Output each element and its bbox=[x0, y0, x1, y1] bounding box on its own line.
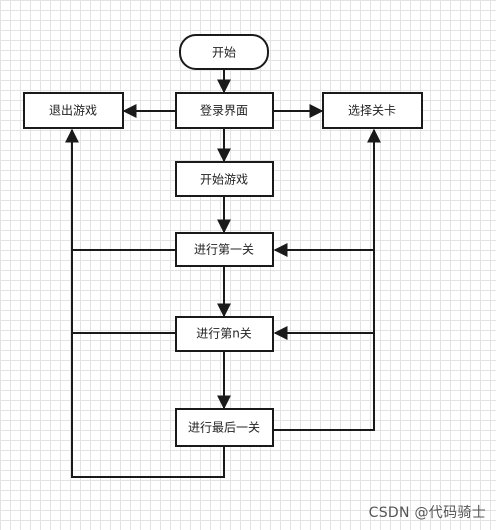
start-game-label: 开始游戏 bbox=[200, 173, 248, 187]
start-game-node bbox=[175, 161, 274, 197]
exit-node bbox=[23, 92, 124, 129]
edge-last-exit bbox=[65, 128, 225, 478]
level-n-node bbox=[175, 316, 274, 352]
watermark-text: CSDN @代码骑士 bbox=[368, 505, 486, 521]
edge-last-select bbox=[273, 128, 381, 431]
login-node bbox=[175, 92, 274, 129]
start-node bbox=[179, 34, 269, 70]
login-label: 登录界面 bbox=[200, 103, 248, 118]
level-1-label: 进行第一关 bbox=[194, 243, 254, 257]
exit-label: 退出游戏 bbox=[49, 104, 97, 118]
select-level-node bbox=[322, 92, 423, 129]
select-level-label: 选择关卡 bbox=[348, 104, 396, 118]
level-n-label: 进行第n关 bbox=[196, 327, 252, 341]
last-level-node bbox=[175, 408, 274, 447]
level-1-node bbox=[175, 232, 274, 267]
start-label: 开始 bbox=[212, 46, 236, 60]
last-level-label: 进行最后一关 bbox=[188, 421, 260, 435]
